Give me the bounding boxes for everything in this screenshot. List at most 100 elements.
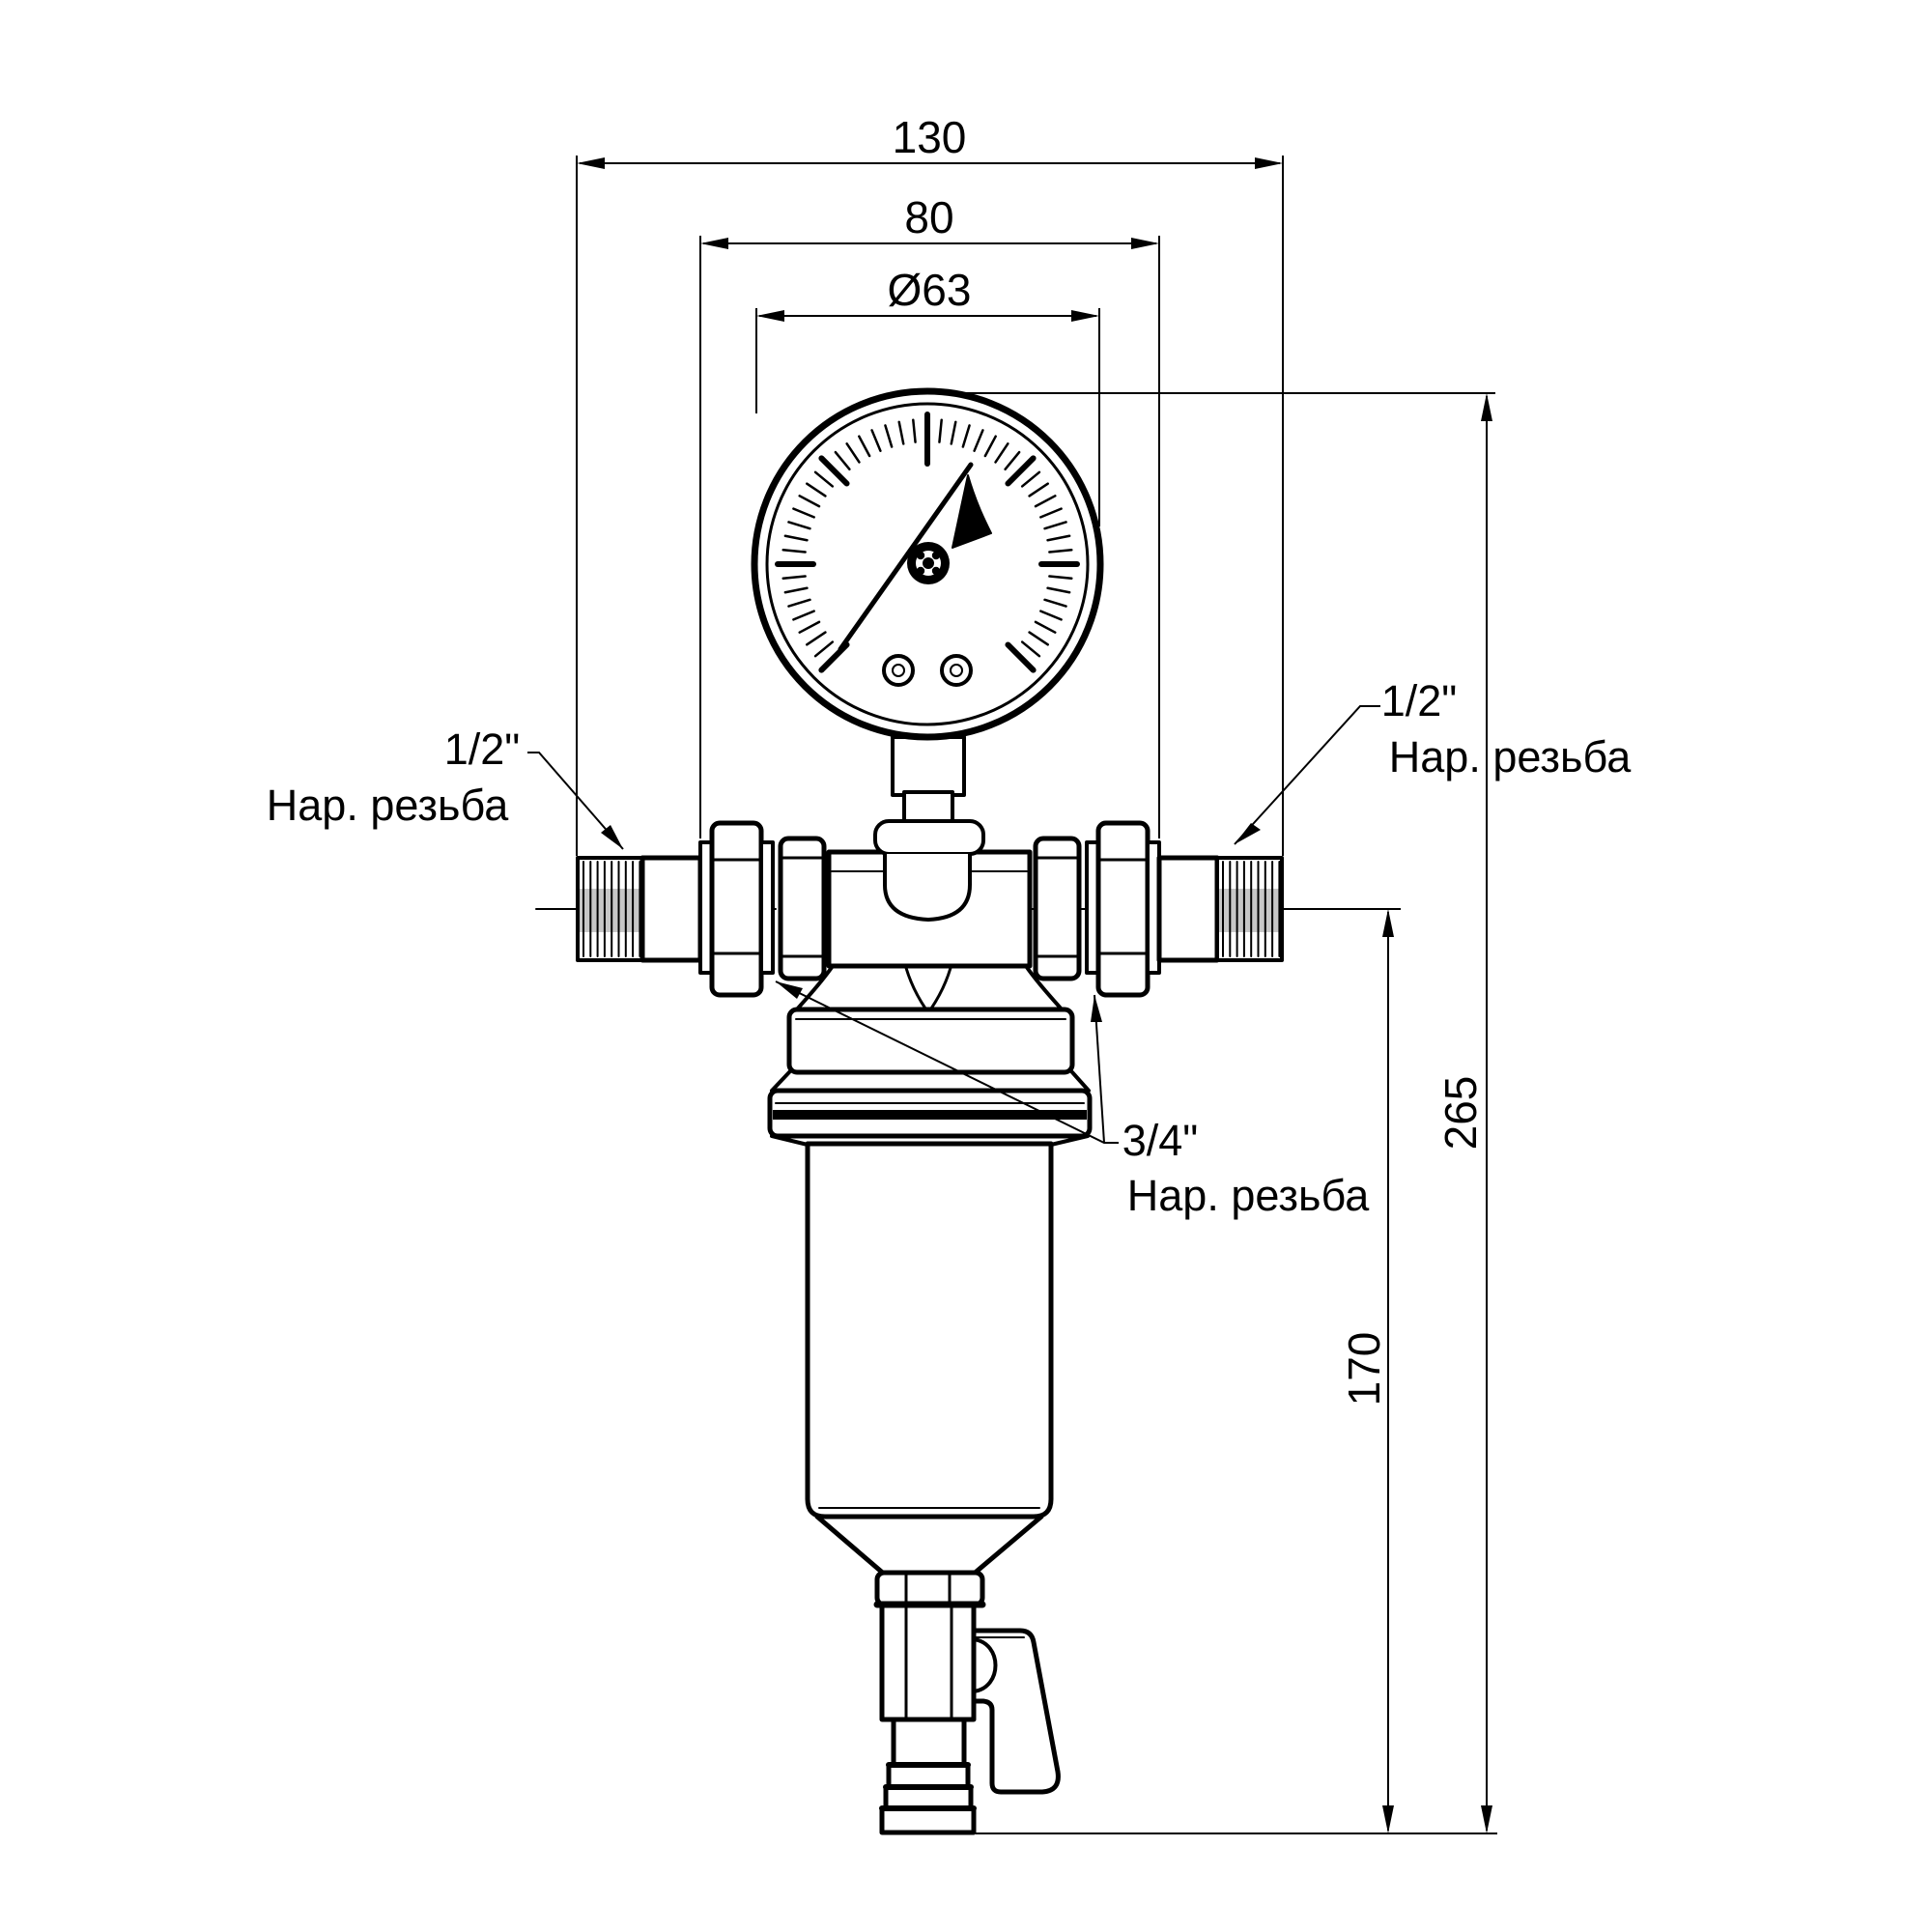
- tick: [858, 435, 871, 458]
- tick: [781, 575, 807, 580]
- tick: [897, 420, 905, 445]
- tick: [813, 470, 835, 488]
- drain-spout-foot: [879, 1805, 977, 1835]
- tick: [870, 429, 882, 452]
- arrow-80-left: [700, 238, 728, 249]
- dim-union-span: 80: [904, 192, 953, 242]
- hub-dot-4: [931, 566, 941, 576]
- arrow-265-bottom: [1481, 1805, 1492, 1833]
- tick: [1004, 450, 1021, 471]
- left-union-nut: [709, 820, 764, 998]
- gauge-stem-neck: [902, 790, 954, 825]
- needle-hub-center: [923, 557, 934, 569]
- annotations: 130 80 Ø63 265 170 1/2" Нар. резьба 1/2"…: [267, 112, 1632, 1406]
- drain-spout-2: [886, 1762, 971, 1790]
- left-union-washer: [759, 840, 775, 975]
- tick: [798, 495, 821, 508]
- tick: [818, 455, 850, 487]
- dimension-lines: [527, 156, 1497, 1834]
- tick: [845, 442, 861, 464]
- arrow-leader-drain-left: [776, 981, 803, 999]
- label-right-port-thread: Нар. резьба: [1389, 732, 1632, 781]
- funnel-right: [970, 1514, 1044, 1577]
- drain-hex-nut: [874, 1570, 985, 1607]
- head-flare-left: [770, 1070, 791, 1093]
- head-flare-right: [1070, 1070, 1091, 1093]
- right-thread-ridges: [1222, 861, 1281, 957]
- drain-passage-right: [929, 966, 952, 1010]
- arrow-d63-left: [756, 310, 784, 322]
- tick: [1005, 641, 1037, 673]
- tick: [1020, 640, 1041, 658]
- tick: [994, 442, 1009, 464]
- gauge-needle: [838, 462, 992, 652]
- gauge-stem: [891, 735, 966, 797]
- tick: [787, 598, 811, 608]
- drain-valve-body: [879, 1603, 977, 1722]
- leader-right-port: [1234, 705, 1380, 845]
- arrow-170-bottom: [1382, 1805, 1394, 1833]
- label-right-port-size: 1/2": [1381, 676, 1458, 725]
- right-thread-shading: [1219, 889, 1280, 932]
- tick: [950, 420, 957, 445]
- arrow-265-top: [1481, 393, 1492, 421]
- right-male-thread: [1215, 856, 1284, 962]
- gauge-screw-right-inner: [950, 664, 963, 677]
- right-ring-nut: [1033, 836, 1082, 981]
- dim-gauge-diameter: Ø63: [888, 265, 972, 315]
- needle-blade: [952, 474, 992, 549]
- tick: [781, 549, 807, 554]
- left-ring-nut: [778, 836, 827, 981]
- tick: [1034, 495, 1057, 508]
- flange-lip-right: [1049, 1134, 1090, 1147]
- tick: [783, 586, 809, 594]
- dim-overall-height: 265: [1435, 1076, 1486, 1151]
- tick: [938, 418, 943, 443]
- bowl-head: [786, 1007, 1075, 1075]
- tick: [912, 418, 917, 443]
- left-thread-ridges: [582, 861, 641, 957]
- gauge-screw-left-inner: [892, 664, 905, 677]
- dim-bowl-height: 170: [1339, 1332, 1389, 1406]
- needle-shaft: [838, 462, 974, 652]
- hub-dot-1: [916, 551, 925, 560]
- flange-oring-band: [773, 1110, 1087, 1120]
- gauge-socket-cup: [883, 852, 972, 922]
- tick: [1039, 507, 1063, 519]
- label-left-port-size: 1/2": [444, 724, 521, 774]
- label-drain-size: 3/4": [1122, 1116, 1199, 1165]
- tick: [834, 450, 851, 471]
- arrow-leader-left-port: [601, 825, 623, 849]
- right-union-nut: [1095, 820, 1151, 998]
- funnel-left: [814, 1514, 888, 1577]
- dim-overall-width: 130: [893, 112, 967, 162]
- arrow-leader-drain-right: [1091, 995, 1102, 1022]
- filter-bowl: [805, 1141, 1054, 1520]
- hub-dot-2: [931, 551, 941, 560]
- gauge-scale-ticks: [775, 412, 1080, 673]
- tick: [806, 631, 827, 646]
- flange-lip-left: [770, 1134, 810, 1147]
- tick: [792, 507, 815, 519]
- label-left-port-thread: Нар. резьба: [267, 781, 509, 830]
- tick: [1039, 610, 1063, 621]
- tick: [1048, 575, 1073, 580]
- tick: [961, 424, 971, 448]
- tick: [798, 620, 821, 634]
- tick: [813, 640, 835, 658]
- drain-spout-3: [883, 1784, 974, 1811]
- tick: [1046, 586, 1071, 594]
- arrow-130-right: [1255, 157, 1283, 169]
- tick: [1034, 620, 1057, 634]
- tick: [1046, 534, 1071, 542]
- tick: [1028, 482, 1049, 497]
- left-nipple: [639, 855, 703, 963]
- drain-spout-1: [891, 1717, 967, 1768]
- arrow-130-left: [577, 157, 605, 169]
- tick: [973, 429, 984, 452]
- tick: [1020, 470, 1041, 488]
- left-thread-shading: [580, 889, 640, 932]
- tick: [1028, 631, 1049, 646]
